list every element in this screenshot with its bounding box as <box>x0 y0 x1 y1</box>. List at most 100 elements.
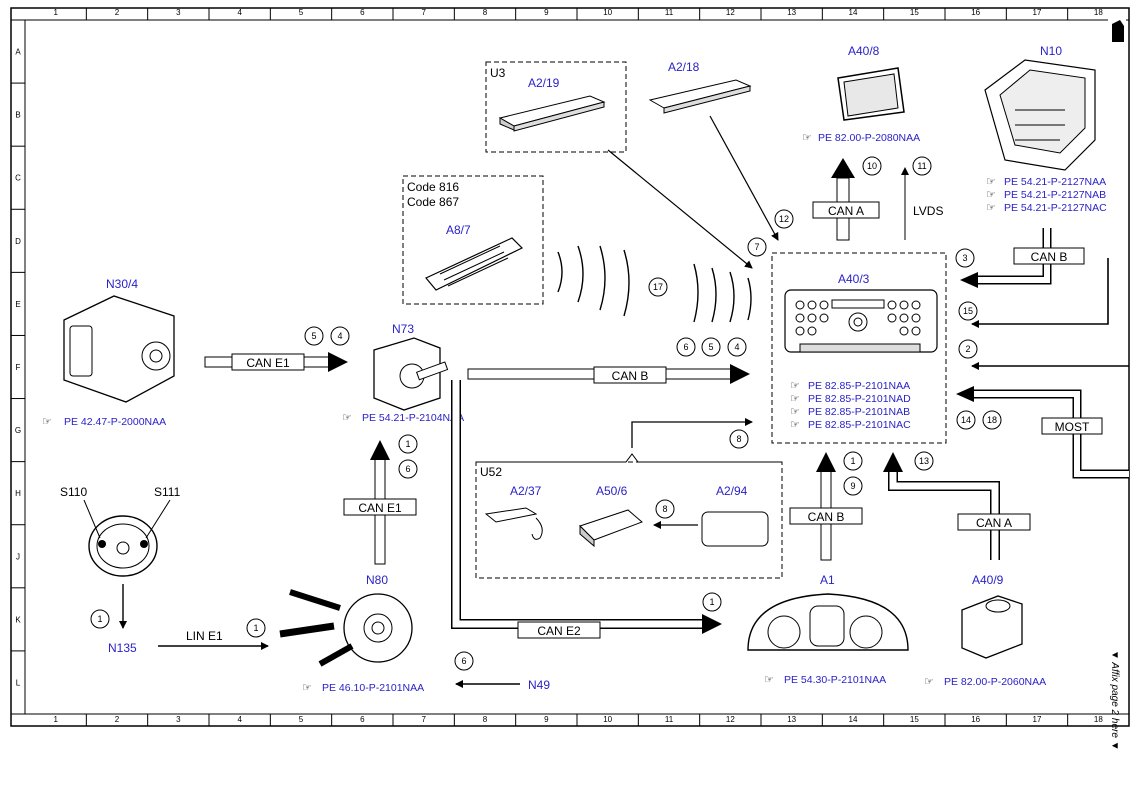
grid-col-9: 9 <box>544 715 549 724</box>
grid-col-1: 1 <box>53 8 58 17</box>
a40-3-refs: ☞PE 82.85-P-2101NAA ☞PE 82.85-P-2101NAD … <box>790 380 911 431</box>
bus-can-b-right: CAN B <box>960 228 1085 288</box>
grid-col-13: 13 <box>787 715 796 724</box>
grid-column-labels: 1122334455667788991010111112121313141415… <box>53 8 1103 726</box>
u3-box <box>485 61 627 153</box>
svg-text:PE 54.21-P-2127NAA: PE 54.21-P-2127NAA <box>1004 176 1106 188</box>
affix-note: ▼ Affix page 2 here ▼ <box>1109 650 1120 751</box>
a2-18-label: A2/18 <box>668 60 700 74</box>
callout-n11: 11 <box>912 156 932 176</box>
n73-label: N73 <box>392 322 414 336</box>
svg-text:6: 6 <box>461 656 466 666</box>
lin-e1-label: LIN E1 <box>186 629 223 643</box>
callout-n14: 14 <box>956 410 976 430</box>
svg-text:☞: ☞ <box>986 176 996 188</box>
arrow-a2-18-to-a40-3 <box>709 115 779 241</box>
grid-col-2: 2 <box>115 8 120 17</box>
a50-6-label: A50/6 <box>596 484 628 498</box>
svg-text:2: 2 <box>965 344 970 354</box>
u52-to-a40-3-arrow <box>631 418 753 448</box>
callout-n8b: 8 <box>655 499 675 519</box>
bus-can-a-top: CAN A <box>812 158 880 241</box>
a2-94-label: A2/94 <box>716 484 748 498</box>
callout-n1c: 1 <box>90 609 110 629</box>
grid-col-8: 8 <box>483 715 488 724</box>
grid-col-11: 11 <box>665 715 674 724</box>
svg-text:17: 17 <box>653 282 663 292</box>
a1-label: A1 <box>820 573 835 587</box>
grid-row-J: J <box>16 552 20 561</box>
bus-can-b-bottom: CAN B <box>789 452 863 561</box>
svg-text:5: 5 <box>311 331 316 341</box>
svg-text:4: 4 <box>734 342 739 352</box>
svg-text:10: 10 <box>867 161 877 171</box>
svg-text:☞: ☞ <box>790 393 800 405</box>
steering-wheel-icon <box>83 499 171 577</box>
grid-col-14: 14 <box>849 715 858 724</box>
callout-n9: 9 <box>843 476 863 496</box>
n135-label: N135 <box>108 641 137 655</box>
a8-7-label: A8/7 <box>446 223 471 237</box>
a40-9-ref: PE 82.00-P-2060NAA <box>944 676 1046 688</box>
code-816: Code 816 <box>407 180 459 194</box>
grid-col-9: 9 <box>544 8 549 17</box>
svg-text:1: 1 <box>850 456 855 466</box>
n49-label: N49 <box>528 678 550 692</box>
a50-6-module-icon <box>579 509 643 548</box>
svg-text:5: 5 <box>708 342 713 352</box>
a2-19-label: A2/19 <box>528 76 560 90</box>
a2-94-module-icon <box>701 511 769 547</box>
grid-col-15: 15 <box>910 8 919 17</box>
bus-can-b-mid: CAN B <box>467 364 750 384</box>
callout-n10: 10 <box>862 156 882 176</box>
grid-col-18: 18 <box>1094 8 1103 17</box>
callout-n5b: 5 <box>701 337 721 357</box>
code-box <box>402 175 544 305</box>
grid-col-5: 5 <box>299 715 304 724</box>
a40-9-controller-icon <box>961 595 1023 659</box>
svg-text:6: 6 <box>683 342 688 352</box>
n30-4-hand-icon: ☞ <box>42 416 52 428</box>
callout-n2: 2 <box>958 339 978 359</box>
svg-text:4: 4 <box>337 331 342 341</box>
svg-text:☞: ☞ <box>986 189 996 201</box>
bus-most: MOST <box>956 386 1129 479</box>
svg-text:PE 54.21-P-2127NAB: PE 54.21-P-2127NAB <box>1004 189 1106 201</box>
callout-n18: 18 <box>982 410 1002 430</box>
svg-text:CAN E1: CAN E1 <box>246 356 290 370</box>
svg-text:CAN E1: CAN E1 <box>358 501 402 515</box>
grid-col-6: 6 <box>360 8 365 17</box>
svg-text:9: 9 <box>850 481 855 491</box>
grid-col-7: 7 <box>421 8 426 17</box>
callout-n6c: 6 <box>454 651 474 671</box>
a40-3-label: A40/3 <box>838 272 870 286</box>
grid-col-7: 7 <box>421 715 426 724</box>
callout-n5a: 5 <box>304 326 324 346</box>
svg-text:18: 18 <box>987 415 997 425</box>
a40-8-label: A40/8 <box>848 44 880 58</box>
grid-col-12: 12 <box>726 8 735 17</box>
grid-col-18: 18 <box>1094 715 1103 724</box>
u52-label: U52 <box>480 465 502 479</box>
svg-text:1: 1 <box>709 597 714 607</box>
svg-text:MOST: MOST <box>1055 420 1090 434</box>
n80-switch-icon <box>279 589 413 667</box>
callout-n4a: 4 <box>330 326 350 346</box>
svg-text:8: 8 <box>736 434 741 444</box>
bus-can-e2: CAN E2 <box>451 380 722 639</box>
grid-row-E: E <box>15 300 20 309</box>
callout-n17: 17 <box>648 277 668 297</box>
callout-n4b: 4 <box>727 337 747 357</box>
svg-text:13: 13 <box>919 456 929 466</box>
n73-hand-icon: ☞ <box>342 412 352 424</box>
grid-col-12: 12 <box>726 715 735 724</box>
n30-4-unit-icon <box>63 295 175 403</box>
bus-can-e1-vert: CAN E1 <box>343 440 417 565</box>
n30-4-label: N30/4 <box>106 277 138 291</box>
grid-row-G: G <box>15 426 21 435</box>
svg-text:☞: ☞ <box>986 202 996 214</box>
page-tab-icon <box>1112 20 1124 42</box>
u52-box <box>475 461 783 579</box>
svg-text:PE 82.85-P-2101NAB: PE 82.85-P-2101NAB <box>808 406 910 418</box>
callout-n8a: 8 <box>729 429 749 449</box>
